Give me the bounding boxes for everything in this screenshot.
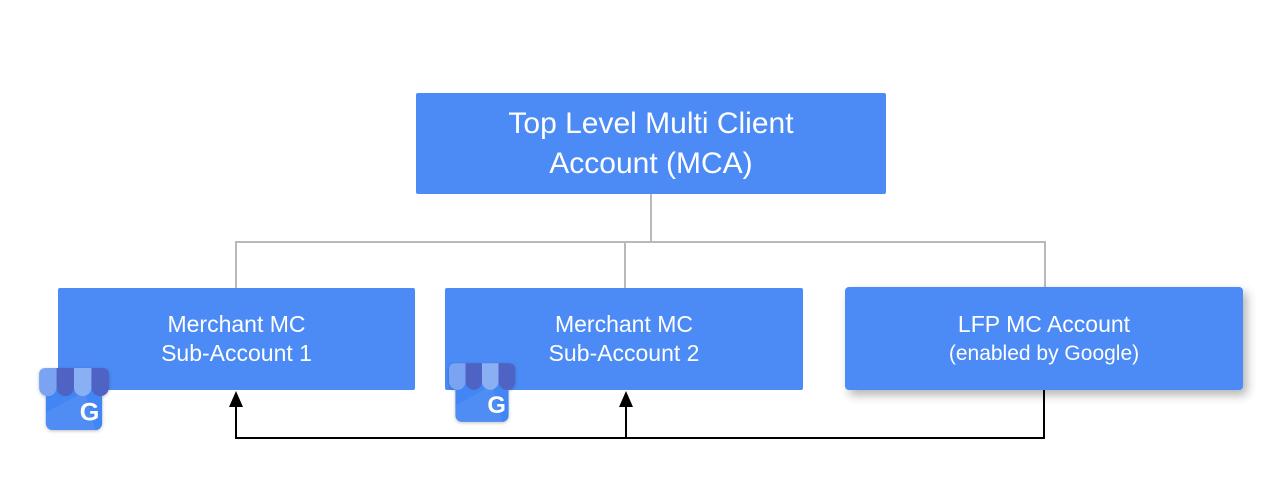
top-mca-box: Top Level Multi Client Account (MCA)	[416, 93, 886, 194]
sub-account-1-label-line2: Sub-Account 1	[161, 340, 312, 366]
google-g-letter: G	[487, 392, 506, 419]
google-business-profile-icon: G	[39, 368, 109, 431]
arrowhead-up-sub2	[619, 391, 633, 407]
top-mca-label-line1: Top Level Multi Client	[508, 106, 794, 140]
sub-account-1-label-line1: Merchant MC	[167, 311, 306, 337]
storefront-body	[455, 381, 509, 422]
awning-stripe-4	[91, 368, 109, 397]
awning-stripe-3	[74, 368, 92, 397]
storefront-body	[45, 387, 103, 431]
awning-stripe-3	[482, 363, 499, 390]
arrowhead-up-sub1	[229, 391, 243, 407]
google-g-letter: G	[80, 398, 100, 426]
awning-stripe-2	[56, 368, 74, 397]
awning-stripe-4	[498, 363, 515, 390]
lfp-account-label-line1: LFP MC Account	[957, 310, 1131, 337]
storefront-body-highlight	[45, 391, 96, 431]
awning-stripe-1	[449, 363, 466, 390]
merchant-sub-account-1-box: Merchant MC Sub-Account 1	[58, 288, 415, 390]
google-business-profile-icon: G	[449, 363, 515, 422]
sub-account-2-label-line1: Merchant MC	[554, 311, 694, 337]
tree-connector-line	[235, 194, 1046, 289]
sub-account-2-label-line2: Sub-Account 2	[548, 340, 700, 366]
lfp-mc-account-box: LFP MC Account (enabled by Google)	[845, 287, 1243, 390]
awning-stripe-2	[465, 363, 482, 390]
feedback-arrow-line	[235, 390, 1045, 439]
lfp-account-label-line2: (enabled by Google)	[948, 341, 1140, 365]
storefront-body-highlight	[455, 385, 503, 422]
top-mca-label-line2: Account (MCA)	[549, 146, 753, 180]
awning-stripe-1	[39, 368, 57, 397]
